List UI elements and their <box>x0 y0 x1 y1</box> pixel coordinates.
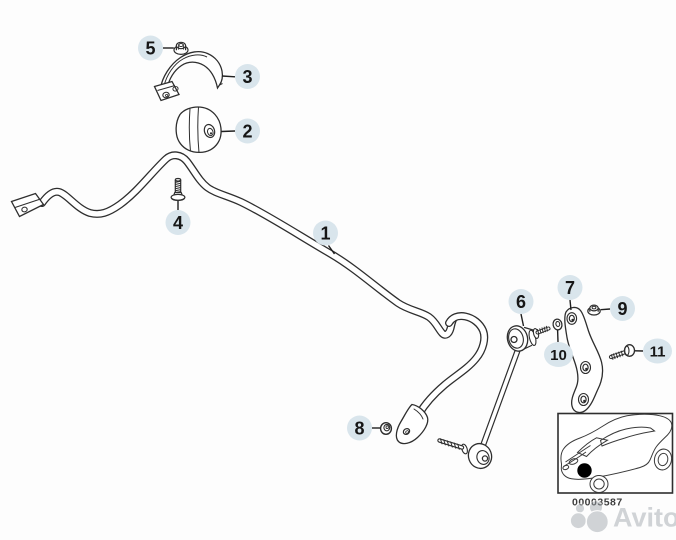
callout-4: 4 <box>165 210 191 235</box>
lower-joint-hole <box>481 455 489 462</box>
link-upper-ball-joint <box>506 325 551 352</box>
bolt-part-4 <box>170 177 186 201</box>
car-front-wheel <box>589 475 609 493</box>
leader-line-3 <box>221 75 236 78</box>
bar-left-eyelet-hole <box>21 206 28 213</box>
callout-badge <box>313 220 338 246</box>
callout-number: 9 <box>617 299 627 319</box>
callout-5: 5 <box>138 35 163 61</box>
clamp-foot-flange <box>153 80 180 102</box>
callout-badge <box>235 118 260 144</box>
stabilizer-bar-part-1 <box>10 151 489 445</box>
leader-line-9 <box>600 308 611 311</box>
upper-stud-threads <box>535 325 551 335</box>
callout-number: 10 <box>550 347 567 364</box>
callout-badge <box>235 64 260 89</box>
car-location-inset: 00003587 <box>557 412 674 509</box>
callout-10: 10 <box>544 342 573 367</box>
bracket-hole-top <box>566 312 578 325</box>
callout-badge <box>544 342 573 367</box>
callout-7: 7 <box>557 275 583 300</box>
callout-number: 5 <box>145 38 155 58</box>
callout-badge <box>508 289 534 314</box>
callout-number: 6 <box>516 292 526 312</box>
leader-lines <box>163 47 644 429</box>
callout-number: 8 <box>354 418 364 438</box>
clamp-foot-hole <box>162 91 170 99</box>
nut-part-8 <box>379 422 393 436</box>
bolt-11-threads <box>608 350 627 360</box>
bushing-bore <box>203 123 216 139</box>
callout-11: 11 <box>643 338 672 364</box>
clamp-foot-hole-2 <box>172 86 179 92</box>
callout-number: 4 <box>173 213 183 233</box>
link-lower-ball-joint <box>437 438 493 470</box>
car-outline-drawing <box>560 413 673 493</box>
leader-line-1 <box>327 245 336 255</box>
callout-badge <box>165 210 191 235</box>
bolt-part-11 <box>608 344 636 360</box>
callout-badges: 1 2 3 4 5 6 7 8 <box>138 35 672 441</box>
callout-number: 7 <box>565 278 575 298</box>
car-windshield <box>576 437 609 458</box>
watermark-text: Avito <box>613 503 676 533</box>
bracket-hole-middle <box>579 360 592 375</box>
callout-6: 6 <box>508 289 534 314</box>
callout-badge <box>347 415 372 441</box>
callout-number: 1 <box>320 223 330 243</box>
bar-left-end-tab <box>10 192 45 218</box>
nut-part-9 <box>587 304 601 316</box>
callout-badge <box>643 338 672 364</box>
diagram-number: 00003587 <box>572 497 623 509</box>
rubber-bushing-part-2 <box>175 106 222 154</box>
bar-tube-fill <box>39 152 457 338</box>
avito-watermark: Avito <box>569 499 676 534</box>
car-side-window <box>599 426 656 447</box>
bracket-hole-bottom <box>577 392 590 407</box>
bar-tube-outline <box>38 151 458 339</box>
callout-number: 2 <box>242 121 252 141</box>
callout-badge <box>610 296 635 321</box>
stabilizer-link-part-6 <box>437 325 551 470</box>
bar-lower-eyelet-tab <box>395 403 429 445</box>
callout-number: 3 <box>242 67 252 87</box>
clamp-bracket-part-3 <box>153 50 224 102</box>
callout-8: 8 <box>347 415 372 441</box>
callout-number: 11 <box>650 343 666 360</box>
washer-part-10 <box>552 318 563 331</box>
callout-3: 3 <box>235 64 260 89</box>
callout-1: 1 <box>313 220 338 246</box>
leader-line-7 <box>569 299 572 311</box>
car-rear-wheel <box>653 448 673 471</box>
callout-9: 9 <box>610 296 635 321</box>
part-location-dot <box>577 463 592 478</box>
flange-nut-part-5 <box>173 41 189 55</box>
callout-badge <box>138 35 163 61</box>
inset-border <box>557 412 674 494</box>
car-headlight <box>568 458 579 465</box>
upper-joint-hole <box>510 335 518 344</box>
lower-stud-threads <box>437 438 465 450</box>
leader-line-2 <box>221 130 236 133</box>
avito-logo-icon <box>569 499 609 534</box>
leader-line-6 <box>520 313 525 327</box>
car-grille <box>562 464 570 471</box>
callout-2: 2 <box>235 118 260 144</box>
callout-badge <box>557 275 583 300</box>
support-bracket-part-7 <box>564 306 604 414</box>
